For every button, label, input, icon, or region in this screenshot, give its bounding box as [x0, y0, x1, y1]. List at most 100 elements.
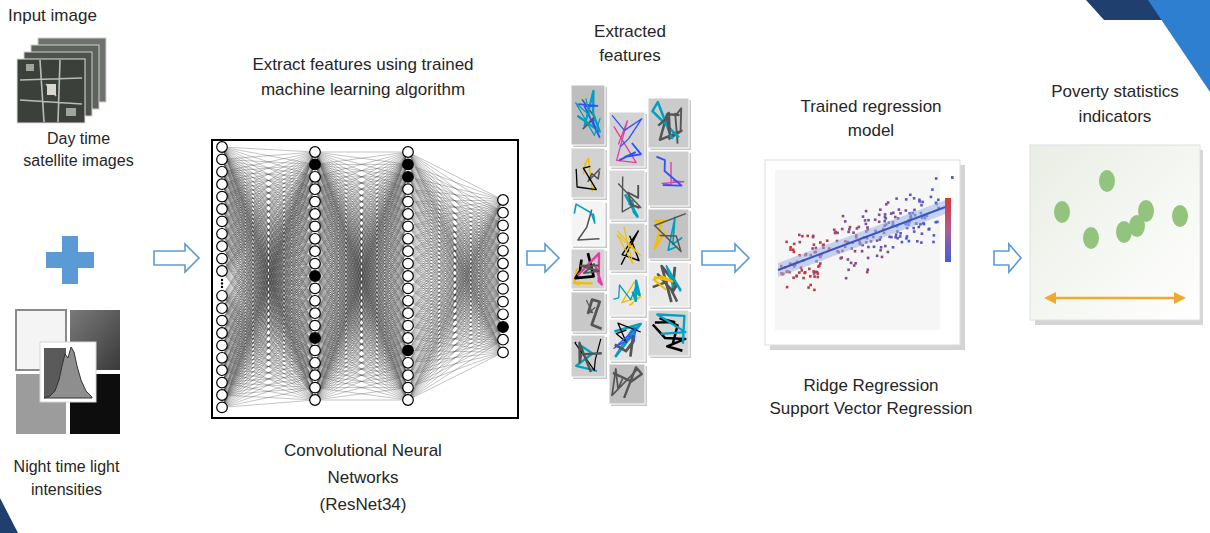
network-link [408, 202, 503, 315]
neuron [217, 303, 228, 314]
neuron [498, 309, 509, 320]
network-link [408, 251, 503, 400]
neural-network [217, 142, 509, 413]
scatter-point [809, 275, 812, 278]
node-heading: Night time light intensities [4, 455, 129, 501]
network-link [408, 200, 503, 251]
network-link [315, 276, 408, 400]
network-link [408, 214, 503, 327]
neuron [498, 233, 509, 244]
neuron [403, 283, 414, 294]
building [47, 84, 56, 95]
flow-arrow [154, 244, 199, 272]
neuron [498, 271, 509, 282]
network-link [222, 152, 315, 345]
network-link [315, 152, 408, 164]
neuron [310, 159, 321, 170]
scatter-point [813, 275, 816, 278]
scatter-point [884, 245, 887, 248]
feature-tile [648, 262, 689, 307]
feature-stroke [579, 343, 601, 372]
feature-stroke [658, 112, 670, 134]
network-link [222, 226, 315, 407]
scatter-point [931, 188, 934, 191]
neuron [403, 358, 414, 369]
plot-frame [765, 160, 960, 345]
neuron [403, 246, 414, 257]
network-link [408, 152, 503, 352]
scatter-point [899, 232, 902, 235]
network-link [315, 177, 408, 400]
network-link [408, 189, 503, 340]
network-link [222, 326, 315, 408]
feature-tile [609, 319, 645, 361]
scatter-point [890, 212, 893, 215]
node-heading: Day time satellite images [21, 128, 136, 173]
scatter-point [801, 235, 804, 238]
network-link [408, 189, 503, 352]
network-link [315, 375, 408, 400]
scatter-point [933, 234, 936, 237]
scatter-point [923, 223, 926, 226]
node-heading: Extract features using trained machine l… [233, 53, 493, 102]
neuron [310, 172, 321, 183]
network-link [222, 152, 315, 333]
scatter-point [841, 228, 844, 231]
corner-triangle [0, 498, 18, 533]
scatter-point [785, 241, 788, 244]
scatter-point [848, 228, 851, 231]
network-link [315, 239, 408, 400]
network-link [315, 152, 408, 363]
scatter-point [951, 176, 954, 179]
feature-stroke [656, 157, 681, 186]
scatter-point [812, 236, 815, 239]
network-link [408, 302, 503, 400]
feature-stroke [622, 282, 641, 305]
network-link [408, 152, 503, 276]
neuron [310, 196, 321, 207]
feature-stroke [578, 210, 599, 240]
scatter-point [888, 236, 891, 239]
feature-tile [609, 364, 645, 404]
network-link [222, 152, 315, 172]
scatter-point [878, 221, 881, 224]
network-link [315, 152, 408, 177]
scatter-point [839, 257, 842, 260]
range-arrowhead [1044, 292, 1056, 304]
scatter-point [873, 246, 876, 249]
network-link [315, 152, 408, 153]
panel-frame [1030, 145, 1200, 320]
scatter-point [804, 271, 807, 274]
network-link [222, 276, 315, 407]
network-link [315, 288, 408, 400]
network-link [408, 314, 503, 400]
scatter-point [905, 198, 908, 201]
scatter-point [861, 250, 864, 253]
scatter-point [793, 243, 796, 246]
feature-stroke [588, 300, 602, 329]
color-bar [945, 198, 951, 262]
feature-tile [648, 98, 689, 148]
indicator-dot [1138, 200, 1154, 222]
network-link [315, 202, 408, 400]
network-link [222, 152, 315, 407]
scatter-point [920, 204, 923, 207]
scatter-point [850, 262, 853, 265]
plus-sign [46, 252, 94, 268]
scatter-point [799, 241, 802, 244]
neuron [403, 320, 414, 331]
scatter-point [908, 240, 911, 243]
network-link [408, 238, 503, 400]
neuron [403, 172, 414, 183]
neuron [217, 253, 228, 264]
scatter-point [876, 255, 879, 258]
scatter-point [866, 226, 869, 229]
network-link [408, 152, 503, 213]
road-lines [20, 60, 82, 122]
scatter-point [847, 269, 850, 272]
feature-stroke [576, 166, 596, 189]
network-link [222, 388, 315, 408]
scatter-point [885, 217, 888, 220]
scatter-point [842, 215, 845, 218]
neuron [403, 159, 414, 170]
